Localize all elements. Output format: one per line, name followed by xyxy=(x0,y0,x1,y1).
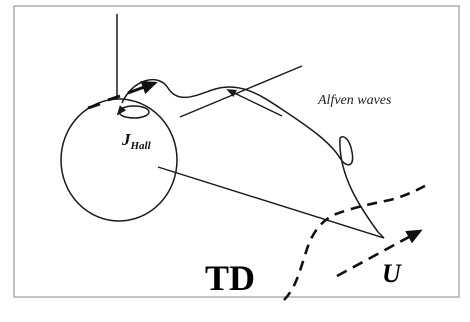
velocity-arrow xyxy=(336,229,423,278)
td-label: TD xyxy=(205,258,255,298)
tangential-discontinuity-curve xyxy=(283,181,431,301)
velocity-u-label: U xyxy=(382,259,402,288)
ionosphere-circle xyxy=(60,98,178,222)
dashed-flow-segment xyxy=(107,94,121,102)
wave-propagation-arrow xyxy=(226,89,283,117)
figure-frame xyxy=(13,5,460,298)
field-line-upper xyxy=(179,65,303,118)
hall-loop-arrow xyxy=(116,105,127,116)
alfven-waves-label: Alfven waves xyxy=(317,93,392,108)
field-line-joint xyxy=(377,231,385,239)
dashed-flow-segment xyxy=(87,102,101,110)
dashed-flow-arrow xyxy=(127,80,158,95)
alfven-wave-curve xyxy=(121,78,379,233)
field-line-lower xyxy=(157,166,385,239)
j-hall-label: JHall xyxy=(121,130,152,152)
hall-current-loop xyxy=(118,105,150,119)
